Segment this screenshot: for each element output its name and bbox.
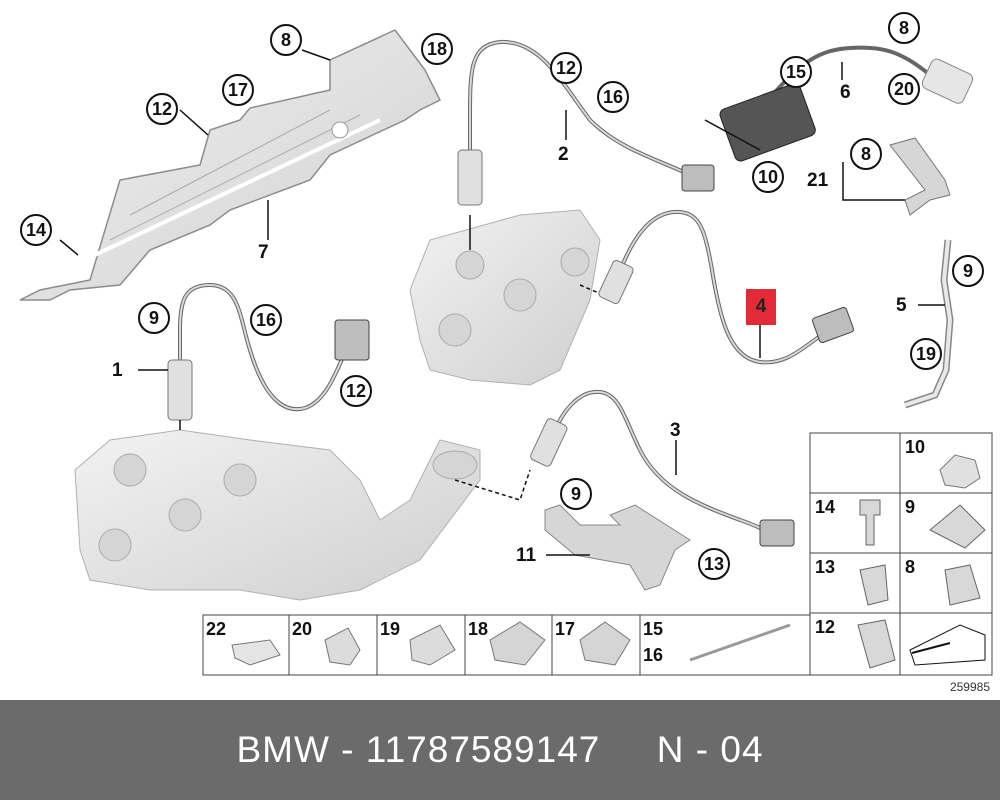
label-3: 3	[670, 420, 681, 441]
label-11: 11	[516, 545, 537, 566]
callout-18: 18	[421, 33, 453, 65]
grid-cell-16: 16	[643, 645, 664, 665]
exhaust-pipe-5-part	[903, 239, 954, 409]
right-grid-parts	[857, 454, 986, 669]
grid-cell-22: 22	[206, 619, 227, 639]
label-2: 2	[558, 144, 569, 165]
label-5: 5	[896, 295, 907, 316]
grid-cell-9: 9	[905, 497, 916, 517]
exhaust-manifold-1-part	[74, 420, 531, 601]
right-parts-grid	[809, 432, 993, 676]
footer-part-number: BMW - 11787589147 N - 04	[236, 729, 764, 770]
oxygen-sensor-2-part	[457, 39, 715, 206]
callout-8-top-right: 8	[888, 12, 920, 44]
callout-15-top-right: 15	[780, 56, 812, 88]
footer-bar: BMW - 11787589147 N - 04	[0, 700, 1000, 800]
leader-lines	[59, 49, 945, 556]
oxygen-sensor-rear-connector-part	[719, 45, 974, 162]
bracket-21-part	[842, 137, 951, 216]
grid-cell-18: 18	[468, 619, 489, 639]
callout-9-right: 9	[952, 255, 984, 287]
label-7: 7	[258, 242, 269, 263]
label-1: 1	[112, 360, 123, 381]
grid-cell-8: 8	[905, 557, 916, 577]
grid-cell-20: 20	[292, 619, 313, 639]
callout-13-bracket: 13	[698, 548, 730, 580]
diagram-reference-code: 259985	[949, 680, 990, 694]
oxygen-sensor-1-part	[167, 282, 370, 421]
label-6: 6	[840, 82, 851, 103]
label-21: 21	[807, 170, 829, 191]
grid-cell-19: 19	[380, 619, 401, 639]
parts-diagram	[19, 29, 993, 676]
heat-shield-part	[19, 29, 442, 301]
callout-12-shield: 12	[146, 93, 178, 125]
callout-20-top-right: 20	[888, 73, 920, 105]
callout-10-top-right: 10	[752, 161, 784, 193]
callout-19-right: 19	[910, 338, 942, 370]
grid-cell-17: 17	[555, 619, 576, 639]
callout-17: 17	[222, 74, 254, 106]
exhaust-manifold-2-part	[409, 209, 616, 386]
grid-cell-15: 15	[643, 619, 664, 639]
callout-12-left: 12	[340, 375, 372, 407]
highlighted-callout-4: 4	[746, 289, 776, 325]
callout-16-sensor2: 16	[597, 81, 629, 113]
callout-8-top: 8	[270, 24, 302, 56]
grid-cell-14: 14	[815, 497, 836, 517]
bottom-grid-clips	[231, 621, 791, 666]
oxygen-sensor-4-part	[598, 209, 855, 365]
callout-9-left: 9	[138, 302, 170, 334]
callout-8-bracket: 8	[850, 138, 882, 170]
callout-16-left: 16	[250, 304, 282, 336]
callout-9-bracket: 9	[560, 478, 592, 510]
oxygen-sensor-3-part	[530, 389, 795, 547]
bracket-11-part	[544, 504, 691, 591]
grid-cell-10: 10	[905, 437, 926, 457]
grid-cell-12: 12	[815, 617, 836, 637]
callout-12-sensor2: 12	[550, 52, 582, 84]
callout-14-left: 14	[20, 214, 52, 246]
grid-cell-13: 13	[815, 557, 836, 577]
